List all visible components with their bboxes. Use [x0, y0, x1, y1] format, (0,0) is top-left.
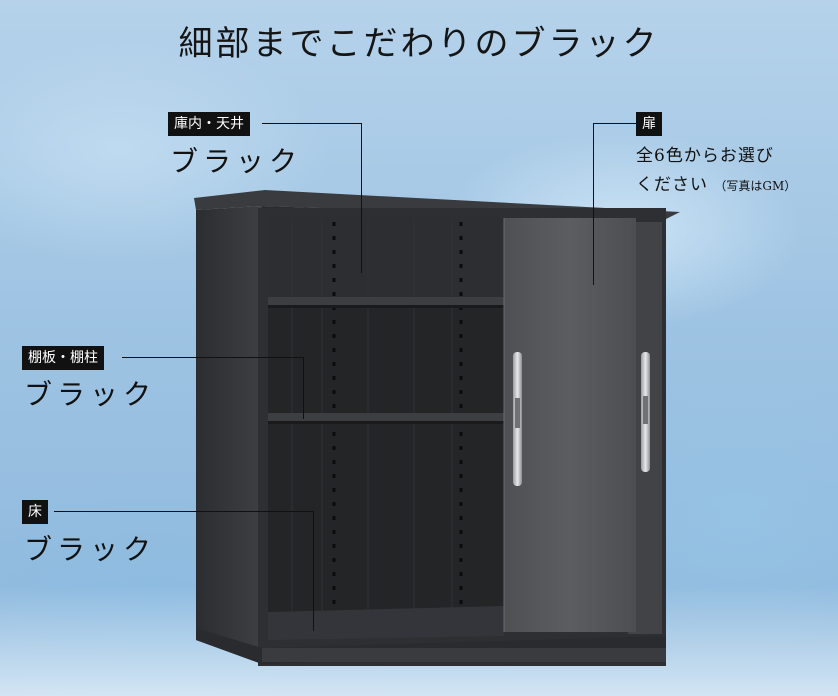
label-tag-floor: 床	[22, 500, 48, 524]
door-handle-front-icon	[513, 352, 522, 486]
door-text-line1: 全6色からお選び	[636, 146, 774, 166]
door-text-line2-main: ください	[636, 175, 708, 195]
cabinet-bottom-rail	[196, 628, 666, 664]
shelf-boards	[268, 297, 504, 424]
page-title: 細部までこだわりのブラック	[178, 24, 660, 64]
leader-line-door	[593, 123, 594, 285]
leader-line-door	[593, 123, 637, 124]
door-photo-note: （写真はGM）	[714, 179, 797, 193]
label-text-door: 全6色からお選び ください （写真はGM）	[636, 142, 796, 201]
cabinet-side-panel	[196, 206, 262, 664]
sliding-door	[504, 218, 636, 632]
label-tag-interior: 庫内・天井	[168, 112, 250, 136]
leader-line-floor	[313, 511, 314, 631]
label-color-interior: ブラック	[170, 145, 303, 178]
door-text-line2: ください （写真はGM）	[636, 171, 796, 201]
leader-line-interior	[262, 123, 362, 124]
shelf-posts	[332, 222, 463, 630]
label-color-shelf: ブラック	[24, 378, 157, 411]
label-tag-shelf: 棚板・棚柱	[22, 346, 104, 370]
cabinet-interior	[268, 216, 504, 636]
leader-line-floor	[54, 511, 314, 512]
label-color-floor: ブラック	[24, 533, 157, 566]
leader-line-shelf	[303, 357, 304, 419]
leader-line-shelf	[122, 357, 304, 358]
door-handle-rear-icon	[641, 352, 650, 472]
cabinet-floor	[268, 606, 504, 640]
leader-line-interior	[361, 123, 362, 273]
label-tag-door: 扉	[636, 112, 662, 136]
